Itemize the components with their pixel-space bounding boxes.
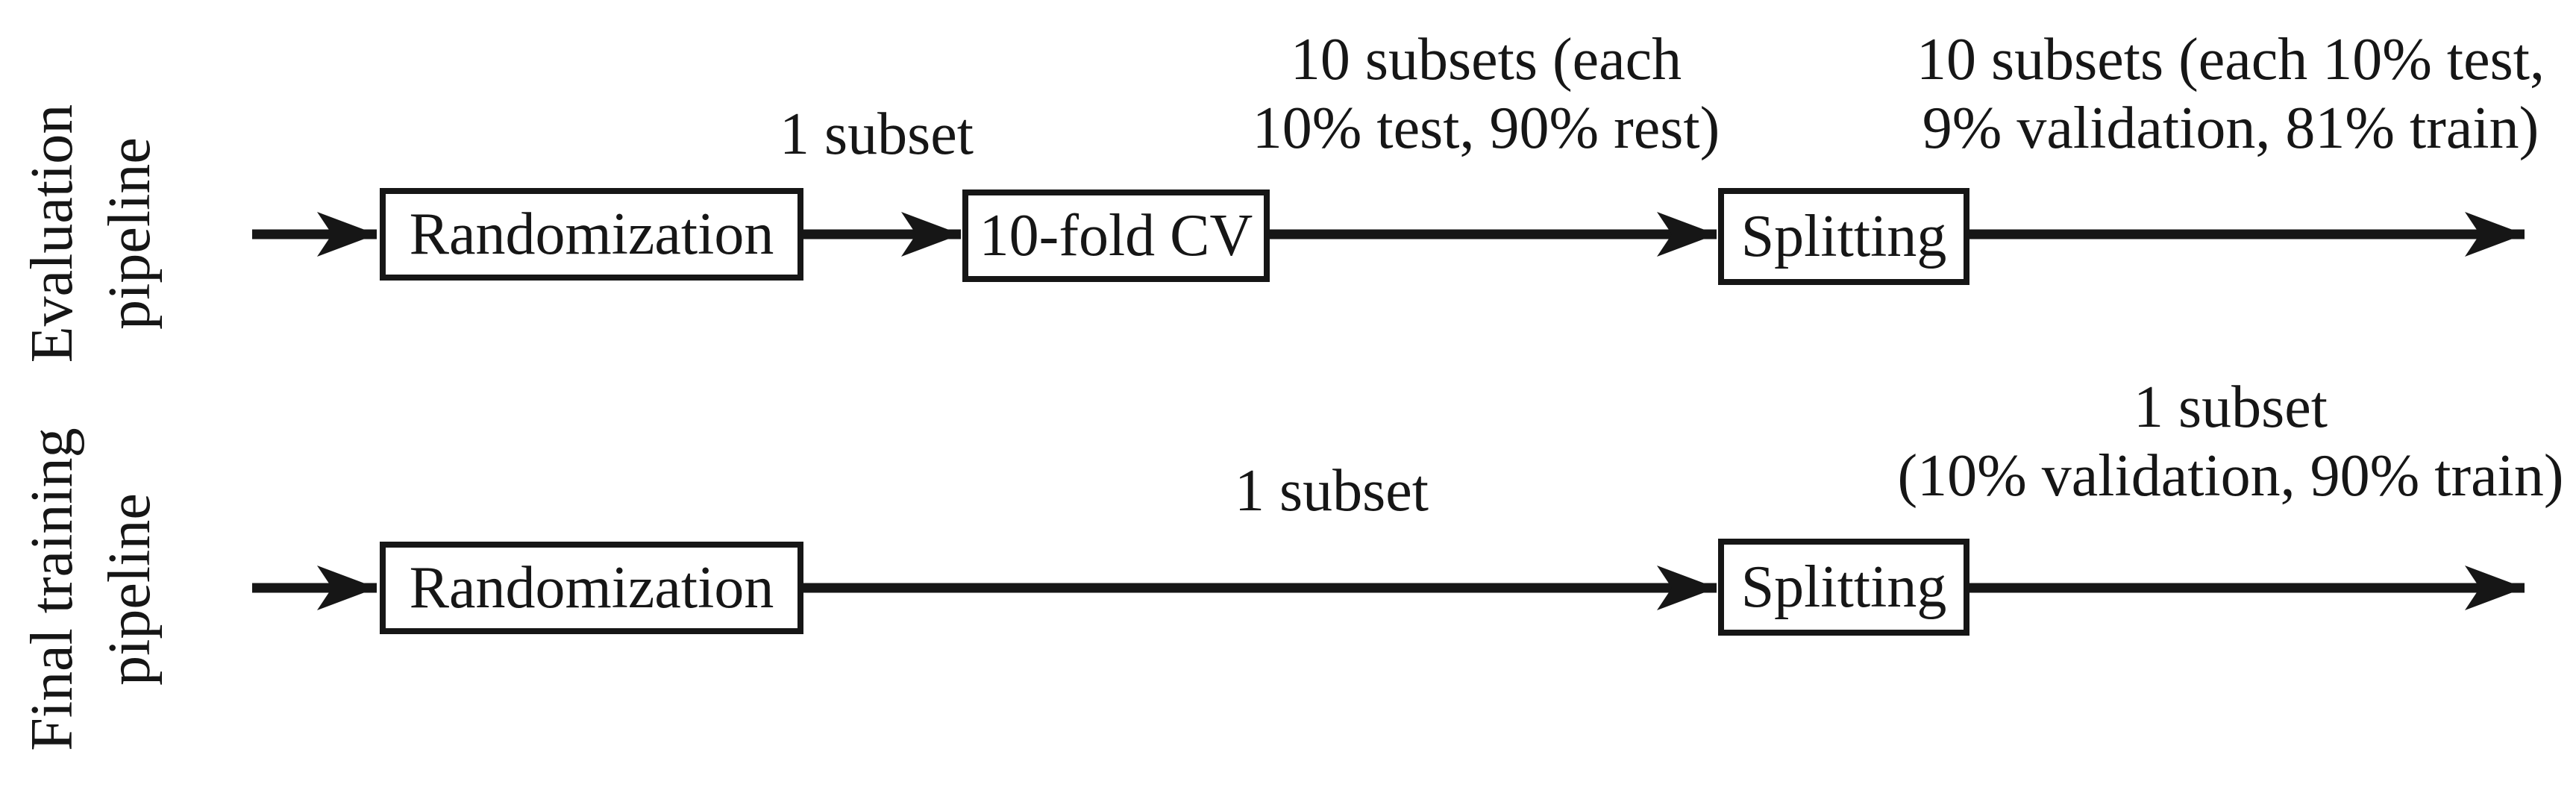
train-after-splitting-label-line2: (10% validation, 90% train)	[1897, 443, 2564, 509]
train-randomization-box: Randomization	[380, 542, 803, 634]
final-training-pipeline-label-line2: pipeline	[97, 493, 163, 686]
eval-after-splitting-label-line1: 10 subsets (each 10% test,	[1916, 27, 2545, 93]
train-splitting-box: Splitting	[1718, 539, 1969, 636]
eval-after-cv-label-line2: 10% test, 90% rest)	[1252, 95, 1720, 161]
eval-after-cv-label: 10 subsets (each 10% test, 90% rest)	[1253, 25, 1720, 163]
evaluation-pipeline-label-line2: pipeline	[97, 137, 163, 330]
eval-randomization-box: Randomization	[380, 188, 803, 281]
final-training-pipeline-label: Final training pipeline	[13, 427, 169, 751]
train-after-splitting-label: 1 subset (10% validation, 90% train)	[1897, 373, 2563, 510]
train-after-splitting-label-line1: 1 subset	[2134, 375, 2328, 440]
final-training-pipeline-label-line1: Final training	[19, 427, 85, 751]
eval-cv-box: 10-fold CV	[962, 189, 1270, 282]
eval-after-cv-label-line1: 10 subsets (each	[1290, 27, 1682, 93]
eval-splitting-box: Splitting	[1718, 188, 1969, 285]
train-subset-label: 1 subset	[1235, 457, 1429, 525]
eval-after-splitting-label: 10 subsets (each 10% test, 9% validation…	[1917, 25, 2545, 163]
evaluation-pipeline-label-line1: Evaluation	[19, 104, 85, 363]
evaluation-pipeline-label: Evaluation pipeline	[13, 104, 169, 363]
train-subset-label-line1: 1 subset	[1235, 458, 1429, 524]
eval-subset-label: 1 subset	[780, 100, 974, 169]
eval-subset-label-line1: 1 subset	[780, 101, 974, 167]
eval-after-splitting-label-line2: 9% validation, 81% train)	[1922, 95, 2539, 161]
